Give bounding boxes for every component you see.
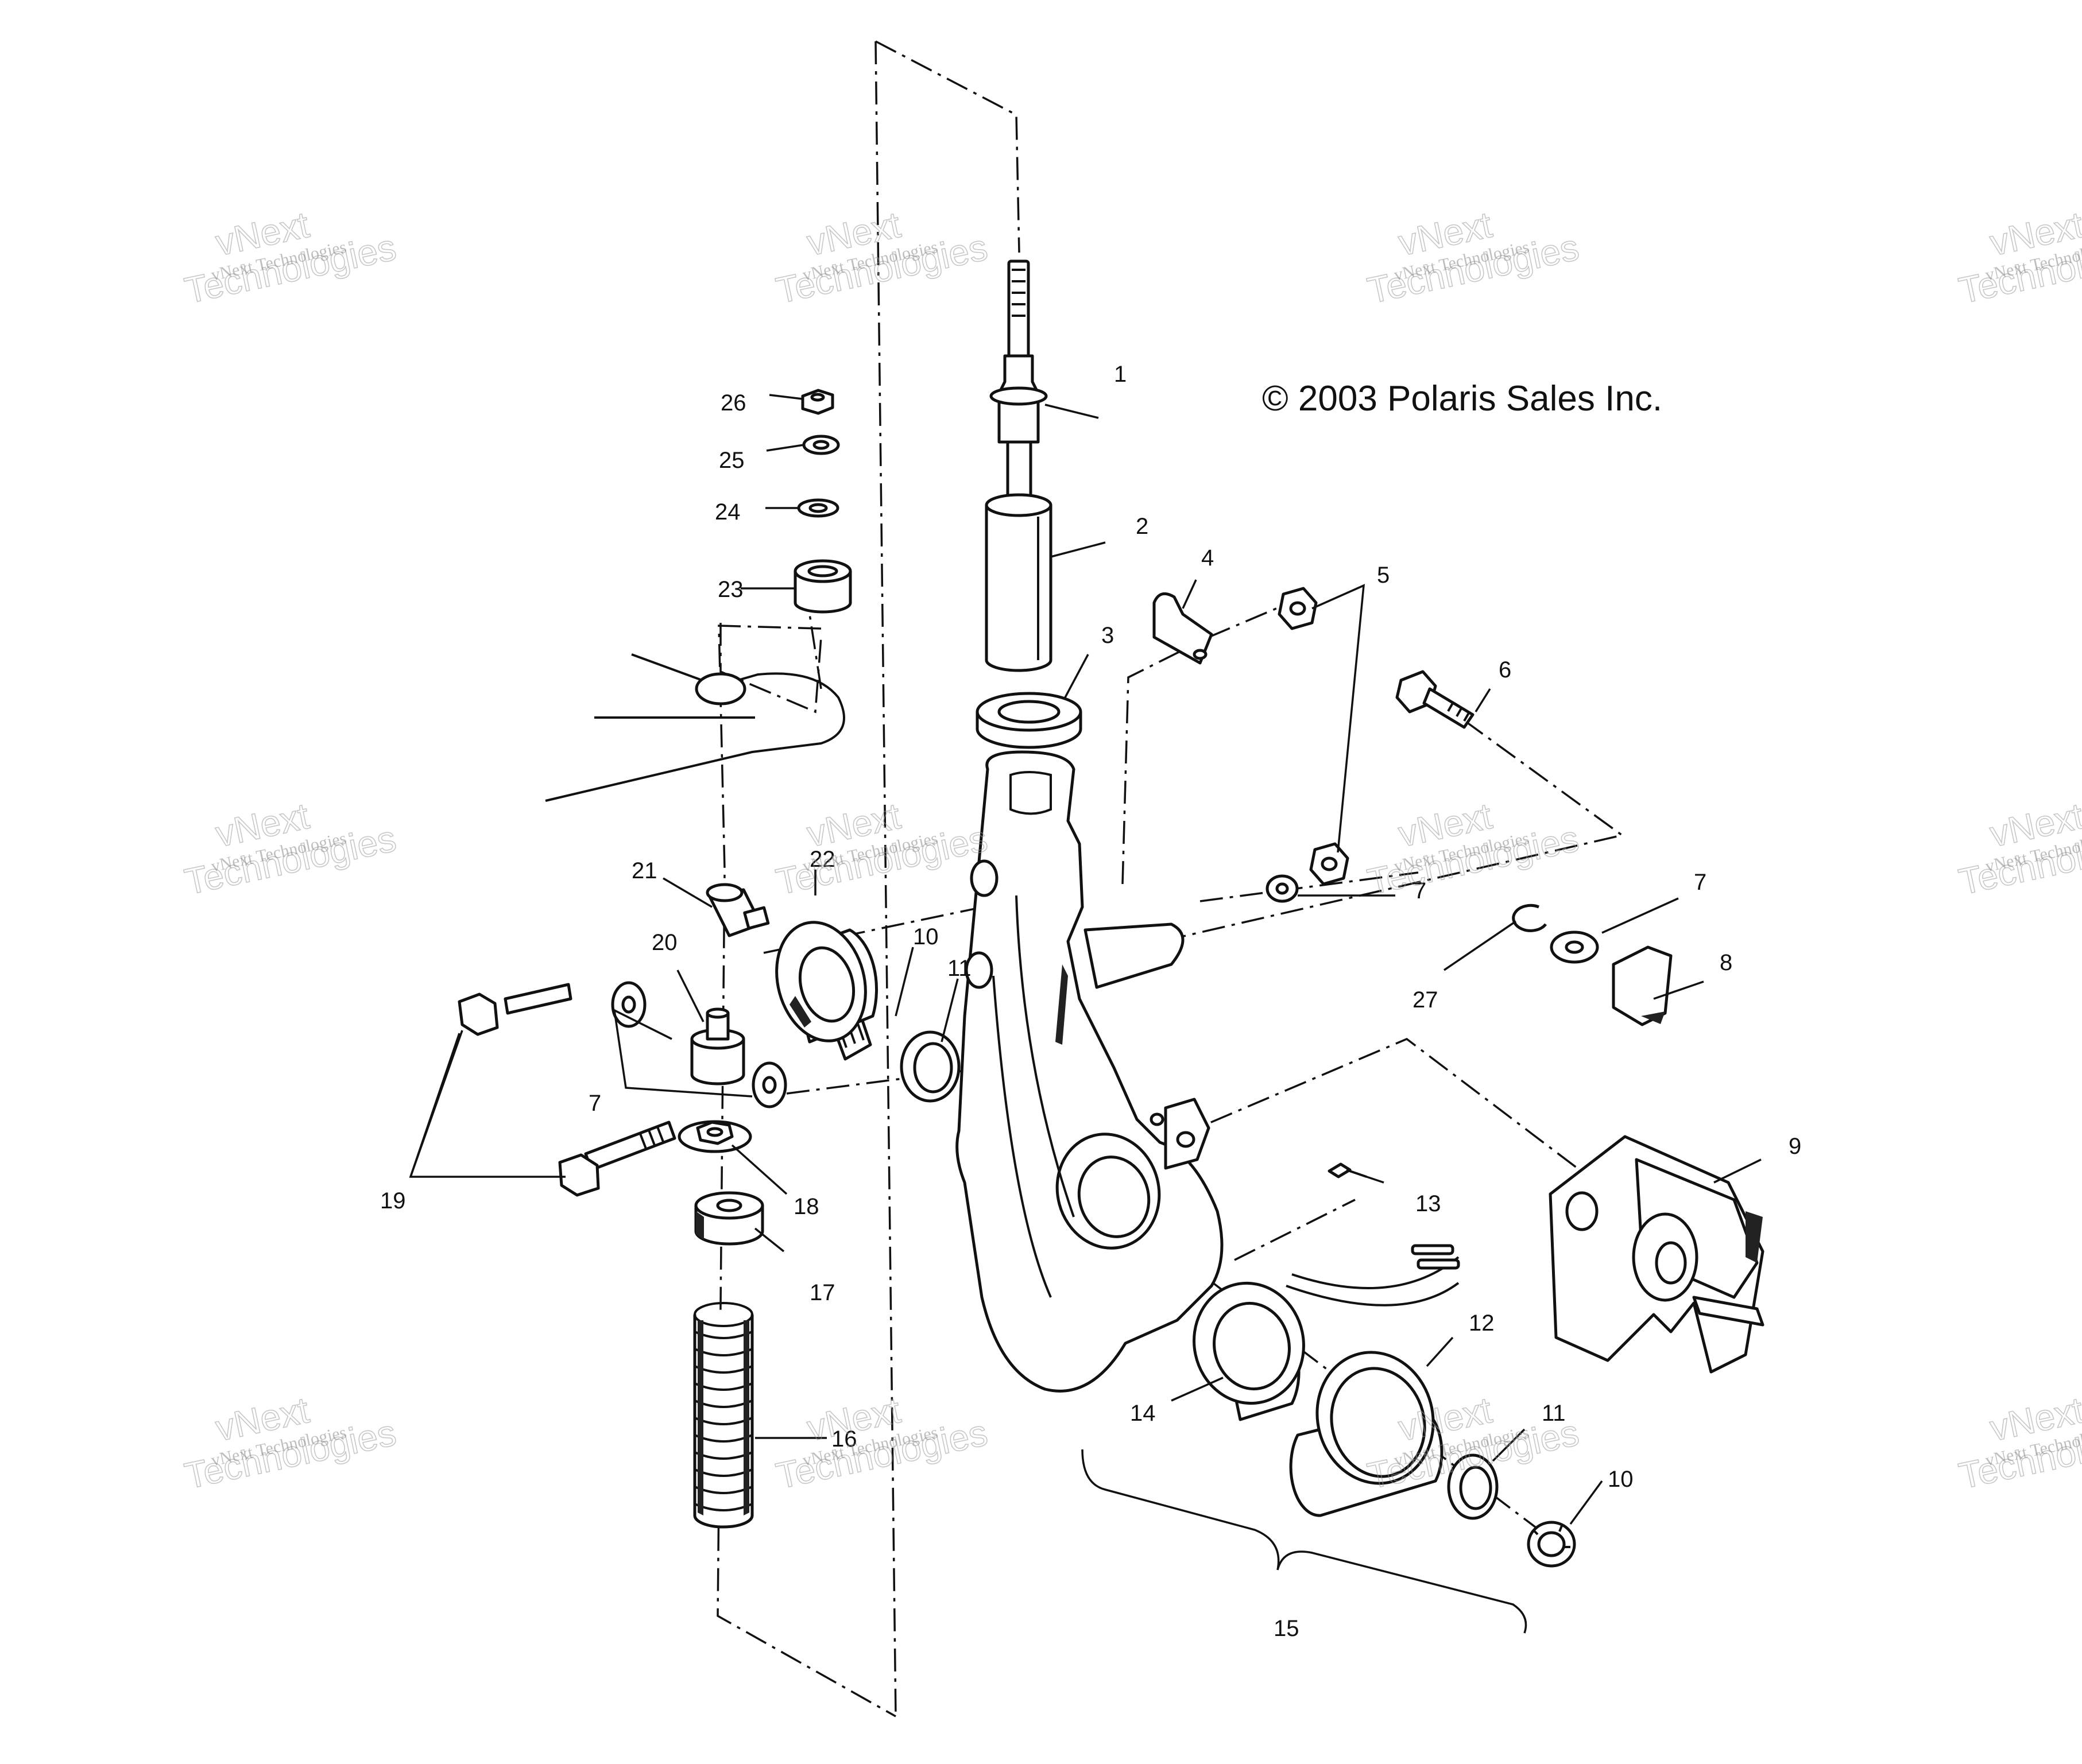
callout-9: 9 [1789,1134,1801,1159]
callout-4: 4 [1201,545,1214,571]
part-16-spring [693,1302,754,1529]
callout-10-lower: 10 [1608,1467,1634,1492]
callout-22: 22 [810,847,835,872]
callout-3: 3 [1101,623,1114,648]
watermark-stamp: vNext Technologies vNext Technologies [181,1389,400,1497]
watermark-stamp: vNext Technologies vNext Technologies [1955,203,2082,312]
callout-15: 15 [1274,1616,1299,1641]
part-24-washer [797,498,839,518]
part-6-bolt [1395,670,1475,729]
part-20-nut [690,1007,745,1085]
callout-12: 12 [1469,1311,1495,1336]
callout-11-lower: 11 [1542,1401,1566,1426]
callout-13: 13 [1415,1191,1441,1216]
callout-1: 1 [1114,362,1127,387]
callout-25: 25 [719,448,745,473]
watermark-stamp: vNext Technologies vNext Technologies [772,794,992,903]
part-3-washer [976,692,1082,749]
part-4-clip [1152,592,1213,665]
watermark-stamp: vNext Technologies vNext Technologies [181,794,400,903]
callout-17: 17 [810,1280,835,1305]
part-23-bushing-top [794,559,852,614]
watermark-stamp: vNext Technologies vNext Technologies [181,203,400,312]
watermark-stamp: vNext Technologies vNext Technologies [1955,1389,2082,1497]
bracket-15 [1081,1449,1527,1634]
watermark-stamp: vNext Technologies vNext Technologies [1364,203,1583,312]
watermark-stamp: vNext Technologies vNext Technologies [772,1389,992,1497]
watermark-stamp: vNext Technologies vNext Technologies [1364,794,1583,903]
callout-11-upper: 11 [947,956,972,981]
callout-20: 20 [652,930,678,955]
part-25-washer [802,435,840,455]
callout-23: 23 [718,577,744,602]
watermark-stamp: vNext Technologies vNext Technologies [772,203,992,312]
spindle-housing [955,750,1224,1393]
part-5-nuts [1278,587,1349,886]
part-17-bushing [694,1191,764,1246]
callout-8: 8 [1720,950,1732,975]
callout-21: 21 [632,858,657,883]
part-18-flange-nut [678,1120,752,1153]
callout-7-right-b: 7 [1694,870,1706,895]
watermark-stamp: vNext Technologies vNext Technologies [1955,794,2082,903]
callout-6: 6 [1499,657,1511,683]
callout-18: 18 [794,1194,819,1219]
part-22-seal [775,921,878,1044]
assembly-lines [717,40,1625,1718]
part-19-bolts [458,983,676,1197]
part-8-wedge [1612,945,1673,1026]
part-26-nut [801,389,834,415]
part-27-snap-ring [1512,904,1547,932]
callout-2: 2 [1136,514,1148,539]
part-13-sensor [1286,1162,1460,1306]
callout-26: 26 [721,390,746,416]
callout-27: 27 [1412,987,1438,1013]
part-14-rotor-ring [1193,1281,1305,1421]
callout-7-right-a: 7 [1414,878,1426,904]
part-12-seal-ring [1289,1351,1444,1517]
a-arm-outline [545,653,845,802]
callout-16: 16 [831,1426,857,1452]
part-21-fitting [706,883,770,937]
callout-14: 14 [1130,1401,1156,1426]
part-9-caliper [1549,1135,1764,1374]
part-11-bearing-cups [900,1030,1499,1520]
callout-5: 5 [1377,563,1390,588]
part-2-spacer-tube [985,493,1052,672]
part-7-washers [611,874,1599,1108]
callout-7-left: 7 [589,1091,601,1116]
callout-24: 24 [715,499,741,525]
callout-19: 19 [380,1188,406,1214]
callout-10-upper: 10 [913,924,939,949]
leader-lines [409,394,1762,1525]
callout-labels: 1 2 3 4 5 6 7 7 7 8 9 10 10 11 11 12 13 … [380,362,1801,1641]
part-1-spindle-shaft [989,259,1048,513]
copyright-notice: © 2003 Polaris Sales Inc. [1262,379,1662,418]
